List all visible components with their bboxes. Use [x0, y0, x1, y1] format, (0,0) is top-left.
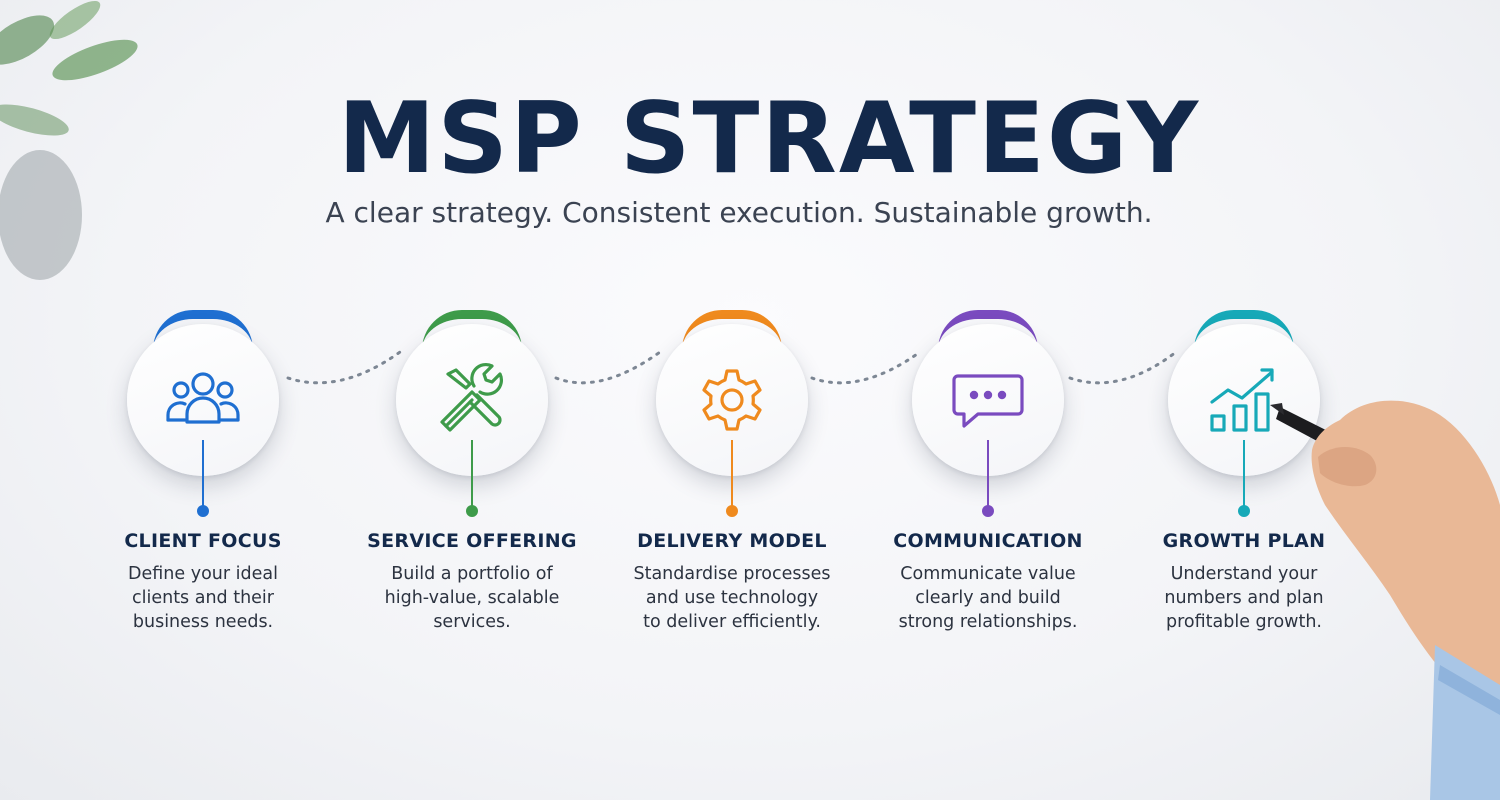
step-description: Communicate value clearly and build stro…	[898, 564, 1078, 632]
step-stem	[1243, 440, 1245, 508]
tools-icon	[440, 363, 503, 432]
step-growth-plan: GROWTH PLAN Understand your numbers and …	[1124, 300, 1364, 640]
step-description: Define your ideal clients and their busi…	[128, 564, 278, 632]
users-icon	[166, 372, 240, 424]
step-delivery-model: DELIVERY MODEL Standardise processes and…	[612, 300, 852, 640]
step-communication: COMMUNICATION Communicate value clearly …	[868, 300, 1108, 640]
step-stem	[987, 440, 989, 508]
step-title: DELIVERY MODEL	[637, 530, 827, 552]
page-title: MSP STRATEGY	[337, 82, 1201, 196]
step-title: SERVICE OFFERING	[367, 530, 577, 552]
step-service-offering: SERVICE OFFERING Build a portfolio of hi…	[352, 300, 592, 640]
growth-chart-icon	[1210, 368, 1274, 432]
step-dot	[466, 505, 478, 517]
step-stem	[202, 440, 204, 508]
step-client-focus: CLIENT FOCUS Define your ideal clients a…	[83, 300, 323, 640]
step-description: Standardise processes and use technology…	[633, 564, 831, 632]
step-dot	[1238, 505, 1250, 517]
step-title: CLIENT FOCUS	[124, 530, 282, 552]
step-dot	[982, 505, 994, 517]
step-description: Understand your numbers and plan profita…	[1164, 564, 1324, 632]
step-description: Build a portfolio of high-value, scalabl…	[384, 564, 560, 632]
gear-icon	[702, 369, 762, 431]
step-arc	[153, 310, 253, 350]
step-dot	[726, 505, 738, 517]
step-stem	[731, 440, 733, 508]
step-arc	[938, 310, 1038, 350]
step-dot	[197, 505, 209, 517]
step-arc	[422, 310, 522, 350]
step-title: COMMUNICATION	[893, 530, 1083, 552]
step-arc	[682, 310, 782, 350]
step-stem	[471, 440, 473, 508]
page-subtitle: A clear strategy. Consistent execution. …	[325, 196, 1153, 229]
chat-icon	[952, 374, 1024, 428]
step-title: GROWTH PLAN	[1162, 530, 1326, 552]
step-arc	[1194, 310, 1294, 350]
